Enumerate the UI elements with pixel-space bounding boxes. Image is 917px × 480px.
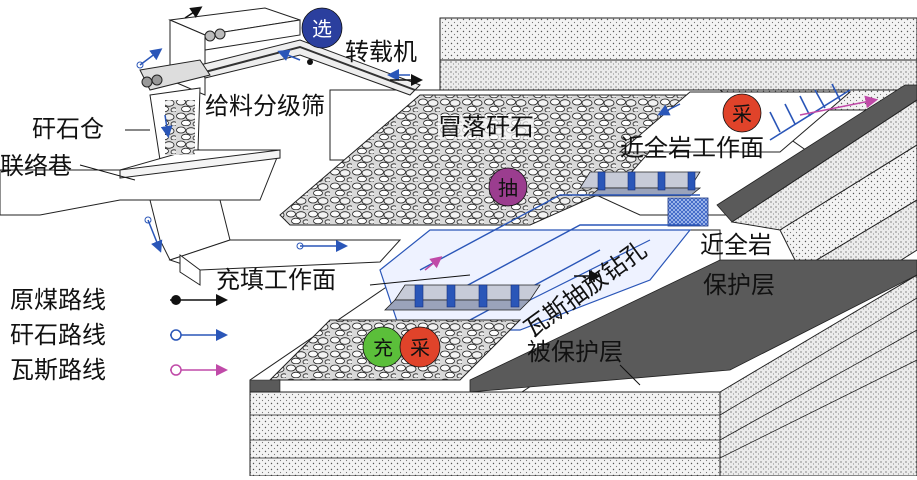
badge-fill: 充 — [362, 326, 404, 368]
badge-extract: 抽 — [488, 167, 528, 207]
lower-supports — [384, 284, 541, 311]
legend-coal-route: 原煤路线 — [10, 286, 106, 314]
label-near-rock-protect-line2: 保护层 — [703, 271, 775, 299]
badge-mining-bottom: 采 — [399, 326, 441, 368]
svg-text:采: 采 — [732, 102, 752, 126]
label-filling-face: 充填工作面 — [216, 266, 336, 294]
upper-supports — [579, 171, 709, 227]
svg-text:充: 充 — [373, 336, 393, 360]
bin-gravel — [165, 100, 195, 155]
label-connection-roadway: 联络巷 — [0, 152, 72, 180]
label-near-rock-protect-line1: 近全岩 — [700, 231, 772, 259]
label-feed-screen: 给料分级筛 — [205, 92, 325, 120]
badge-select: 选 — [301, 7, 343, 49]
route-markers — [136, 6, 681, 282]
front-strata-block — [249, 274, 917, 477]
legend-gangue-route: 矸石路线 — [10, 321, 106, 349]
svg-text:选: 选 — [312, 17, 332, 41]
leader-lines — [79, 129, 641, 386]
label-caved-gangue: 冒落矸石 — [438, 113, 534, 141]
label-near-rock-face: 近全岩工作面 — [620, 134, 764, 162]
gas-boreholes-top — [769, 83, 879, 141]
label-transfer-machine: 转载机 — [345, 38, 417, 66]
svg-text:采: 采 — [410, 336, 430, 360]
label-protected-layer: 被保护层 — [527, 338, 623, 366]
label-gangue-bin: 矸石仓 — [32, 115, 104, 143]
badge-mining-top: 采 — [722, 93, 762, 133]
legend-gas-route: 瓦斯路线 — [10, 356, 106, 384]
legend-markers — [170, 294, 228, 376]
svg-text:抽: 抽 — [498, 176, 518, 200]
